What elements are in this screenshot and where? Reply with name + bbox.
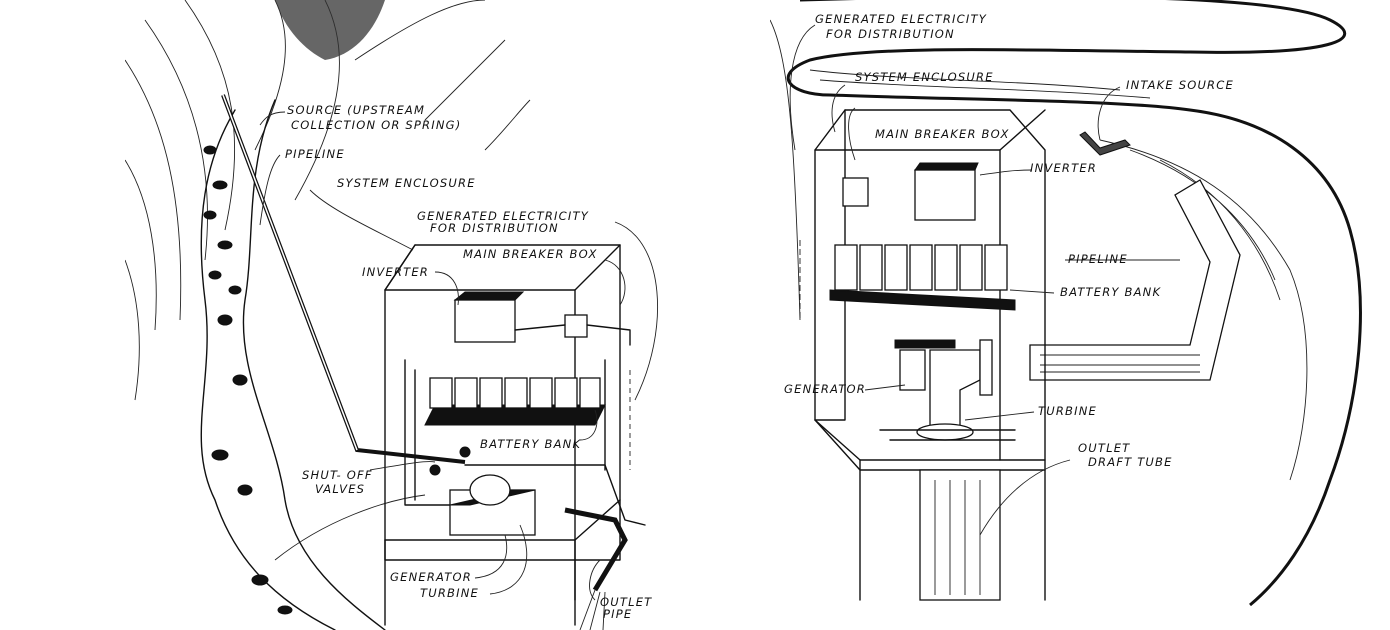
leader-lines	[789, 24, 1180, 536]
label-system-enclosure: SYSTEM ENCLOSURE	[855, 70, 994, 84]
river	[770, 0, 1362, 607]
label-outlet-pipe-line1: OUTLET	[600, 595, 653, 609]
label-battery-bank: BATTERY BANK	[1060, 285, 1162, 299]
hill-top	[275, 0, 385, 60]
turbine-generator	[429, 446, 646, 536]
label-system-enclosure: SYSTEM ENCLOSURE	[337, 176, 476, 190]
label-generated-electricity-line1: GENERATED ELECTRICITY	[417, 209, 589, 223]
label-battery-bank: BATTERY BANK	[480, 437, 582, 451]
label-turbine: TURBINE	[1038, 404, 1097, 418]
pipeline	[1029, 179, 1241, 381]
label-outlet-draft-tube-line2: DRAFT TUBE	[1088, 455, 1173, 469]
inverter	[914, 162, 979, 221]
system-enclosure	[384, 244, 621, 626]
label-source-line1: SOURCE (UPSTREAM	[287, 103, 426, 117]
main-breaker-box	[564, 314, 588, 338]
turbine-generator	[879, 339, 1016, 441]
right-diagram-drawing	[770, 0, 1362, 607]
right-diagram-panel: GENERATED ELECTRICITY FOR DISTRIBUTION S…	[770, 0, 1370, 630]
label-generator: GENERATOR	[390, 570, 472, 584]
label-generator: GENERATOR	[784, 382, 866, 396]
label-generated-electricity-line2: FOR DISTRIBUTION	[430, 221, 559, 235]
main-breaker-box	[842, 177, 869, 207]
label-inverter: INVERTER	[1030, 161, 1097, 175]
label-pipeline: PIPELINE	[285, 147, 345, 161]
label-shutoff-valves-line2: VALVES	[315, 482, 366, 496]
label-outlet-pipe-line2: PIPE	[603, 607, 633, 621]
label-outlet-draft-tube-line1: OUTLET	[1078, 441, 1131, 455]
label-turbine: TURBINE	[420, 586, 479, 600]
outlet-pipe	[564, 507, 628, 592]
label-shutoff-valves-line1: SHUT- OFF	[302, 468, 373, 482]
label-main-breaker-box: MAIN BREAKER BOX	[463, 247, 598, 261]
intake-structure	[1079, 131, 1131, 156]
left-diagram-drawing	[125, 0, 658, 630]
label-intake-source: INTAKE SOURCE	[1126, 78, 1234, 92]
label-generated-electricity-line1: GENERATED ELECTRICITY	[815, 12, 987, 26]
stream	[200, 99, 386, 630]
label-inverter: INVERTER	[362, 265, 429, 279]
foundation	[919, 469, 1001, 601]
battery-bank	[829, 244, 1016, 311]
left-diagram-panel: SOURCE (UPSTREAM COLLECTION OR SPRING) P…	[125, 0, 680, 630]
label-main-breaker-box: MAIN BREAKER BOX	[875, 127, 1010, 141]
label-pipeline: PIPELINE	[1068, 252, 1128, 266]
battery-bank	[424, 377, 606, 426]
leader-lines	[259, 111, 658, 601]
label-generated-electricity-line2: FOR DISTRIBUTION	[826, 27, 955, 41]
inverter	[453, 291, 525, 343]
label-source-line2: COLLECTION OR SPRING)	[291, 118, 462, 132]
